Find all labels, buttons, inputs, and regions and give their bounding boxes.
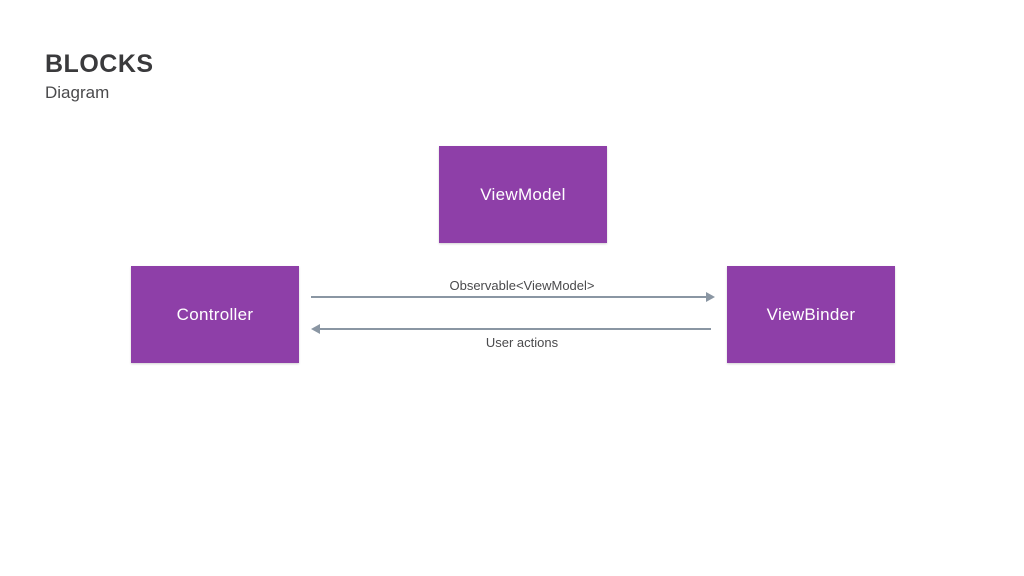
viewmodel-block: ViewModel [439,146,607,243]
controller-block: Controller [131,266,299,363]
user-actions-edge-label: User actions [485,335,559,350]
observable-edge-label: Observable<ViewModel> [449,278,595,293]
user-actions-arrowhead [311,324,320,334]
viewbinder-block: ViewBinder [727,266,895,363]
page-title: BLOCKS [45,50,154,78]
observable-arrowhead [706,292,715,302]
page-subtitle: Diagram [45,83,110,102]
